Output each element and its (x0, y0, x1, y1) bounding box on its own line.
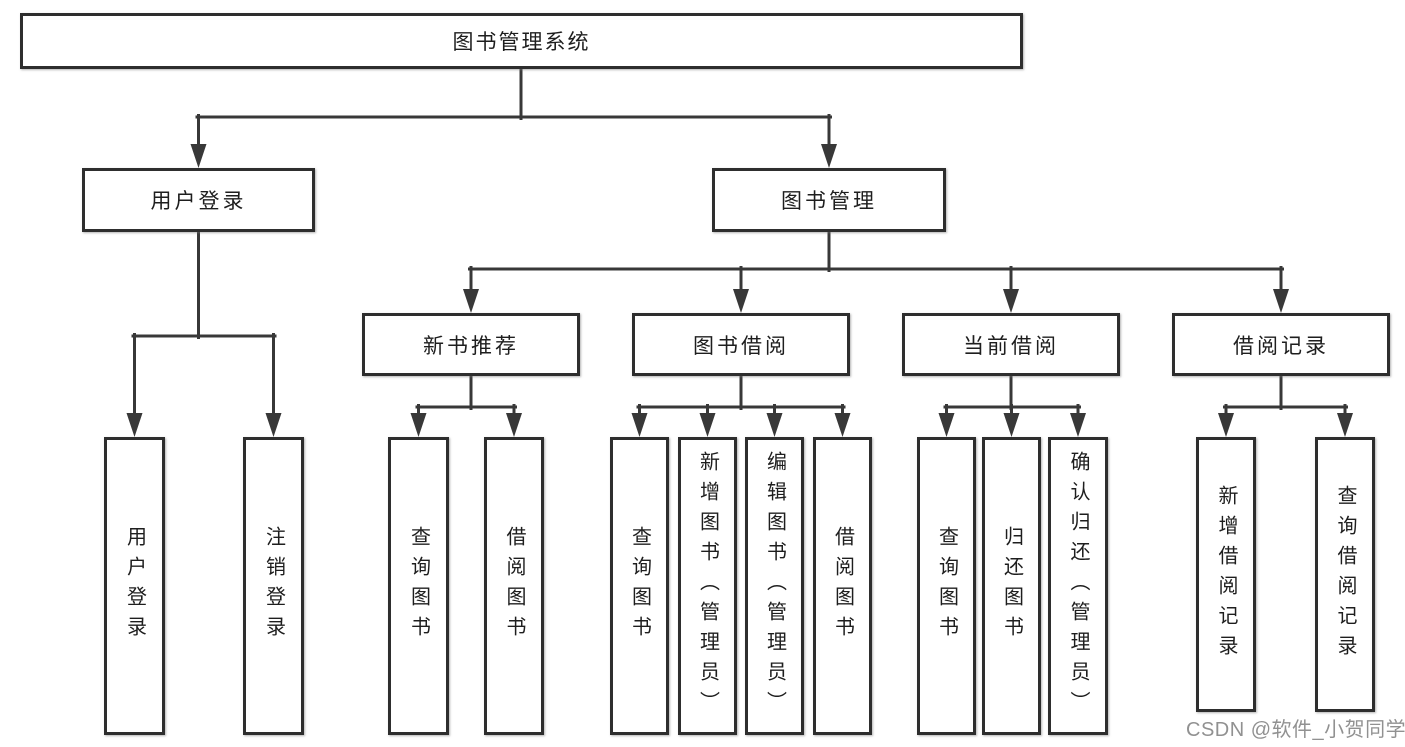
node-current-borrow: 当前借阅 (902, 313, 1120, 376)
arrowhead (733, 289, 749, 313)
csdn-watermark: CSDN @软件_小贺同学 (1186, 719, 1405, 741)
node-label: 编辑图书（管理员） (763, 451, 786, 721)
leaf-query-books-3: 查询图书 (917, 437, 976, 735)
arrowhead (631, 413, 648, 437)
node-book-mgmt: 图书管理 (712, 168, 946, 232)
node-label: 图书借阅 (693, 334, 789, 358)
node-label: 查询图书 (935, 526, 958, 646)
leaf-user-login: 用户登录 (104, 437, 165, 735)
arrowhead (463, 289, 479, 313)
leaf-edit-books-admin: 编辑图书（管理员） (745, 437, 804, 735)
node-label: 新书推荐 (423, 334, 519, 358)
node-label: 注销登录 (262, 526, 285, 646)
leaf-borrow-books-1: 借阅图书 (484, 437, 544, 735)
node-label: 新增借阅记录 (1215, 484, 1237, 665)
node-label: 当前借阅 (963, 334, 1059, 358)
branch-book-borrow (631, 374, 851, 437)
arrowhead (699, 413, 716, 437)
node-label: 图书管理系统 (452, 31, 591, 54)
arrowhead (1003, 289, 1019, 313)
leaf-borrow-books-2: 借阅图书 (813, 437, 872, 735)
arrowhead (821, 144, 837, 168)
node-user-login: 用户登录 (82, 168, 315, 232)
node-label: 归还图书 (1000, 526, 1023, 646)
branch-borrow-records (1218, 374, 1353, 437)
arrowhead (1003, 413, 1020, 437)
arrowhead (1070, 413, 1086, 437)
branch-user-login (126, 230, 282, 437)
arrowhead (1337, 413, 1353, 437)
arrowhead (190, 144, 207, 168)
leaf-query-borrow-record: 查询借阅记录 (1315, 437, 1375, 712)
arrowhead (506, 413, 522, 437)
node-label: 查询图书 (628, 526, 651, 646)
arrowhead (126, 413, 143, 437)
branch-book-mgmt (463, 230, 1289, 313)
node-label: 查询借阅记录 (1334, 484, 1356, 665)
arrowhead (1273, 289, 1289, 313)
node-label: 新增图书（管理员） (696, 451, 719, 721)
leaf-return-books: 归还图书 (982, 437, 1041, 735)
node-label: 借阅图书 (831, 526, 854, 646)
leaf-logout: 注销登录 (243, 437, 304, 735)
leaf-query-books-1: 查询图书 (388, 437, 449, 735)
node-label: 借阅图书 (503, 526, 525, 646)
node-new-books: 新书推荐 (362, 313, 580, 376)
node-label: 用户登录 (123, 526, 146, 646)
arrowhead (410, 413, 427, 437)
node-label: 用户登录 (150, 190, 247, 213)
node-borrow-records: 借阅记录 (1172, 313, 1390, 376)
node-label: 确认归还（管理员） (1067, 451, 1089, 721)
node-label: 图书管理 (781, 190, 877, 213)
branch-new-books (410, 374, 522, 437)
leaf-add-borrow-record: 新增借阅记录 (1196, 437, 1256, 712)
node-label: 借阅记录 (1233, 334, 1329, 358)
branch-current-borrow (938, 374, 1086, 437)
node-book-borrow: 图书借阅 (632, 313, 850, 376)
node-label: 查询图书 (407, 526, 430, 646)
arrowhead (938, 413, 955, 437)
leaf-query-books-2: 查询图书 (610, 437, 669, 735)
arrowhead (1218, 413, 1234, 437)
leaf-confirm-return-admin: 确认归还（管理员） (1048, 437, 1108, 735)
arrowhead (265, 413, 282, 437)
node-root-system: 图书管理系统 (20, 13, 1023, 69)
arrowhead (766, 413, 783, 437)
branch-root (190, 67, 837, 168)
leaf-add-books-admin: 新增图书（管理员） (678, 437, 737, 735)
arrowhead (834, 413, 851, 437)
